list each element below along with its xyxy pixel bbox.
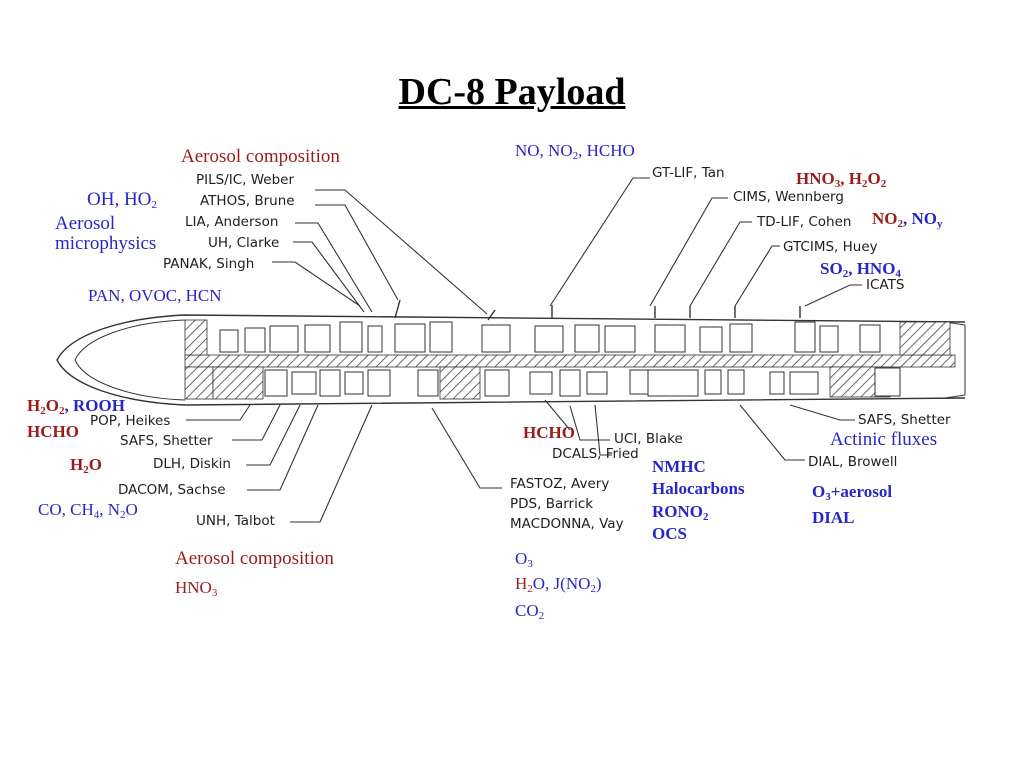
hatched-front-lower — [184, 366, 214, 400]
page-title: DC-8 Payload — [398, 71, 626, 113]
instrument-panak: PANAK, Singh — [163, 256, 255, 272]
instrument-gtlif: GT-LIF, Tan — [652, 165, 725, 181]
cargo-racks — [264, 367, 901, 397]
instrument-gtcims: GTCIMS, Huey — [783, 239, 878, 255]
label-so2-hno4: SO2, HNO4 — [820, 259, 901, 280]
instrument-uci: UCI, Blake — [614, 431, 683, 447]
hatched-front-upper — [184, 319, 208, 356]
instrument-dial: DIAL, Browell — [808, 454, 898, 470]
instrument-dcals: DCALS, Fried — [552, 446, 639, 462]
hatched-aft-upper — [899, 321, 951, 356]
leader-lines — [186, 177, 862, 523]
label-aerosol-microphysics-2: microphysics — [55, 233, 157, 254]
label-pan-ovoc-hcn: PAN, OVOC, HCN — [88, 286, 222, 305]
label-dial: DIAL — [812, 508, 855, 527]
label-hcho-mid: HCHO — [523, 423, 575, 442]
instrument-athos: ATHOS, Brune — [200, 193, 295, 209]
label-h2o-jno2: H2O, J(NO2) — [515, 574, 602, 595]
hatched-floor-front — [184, 354, 956, 368]
instrument-unh: UNH, Talbot — [196, 513, 275, 529]
roof-inlets — [394, 299, 801, 321]
label-halocarbons: Halocarbons — [652, 479, 745, 498]
instrument-safs-right: SAFS, Shetter — [858, 412, 951, 428]
instrument-macdonna: MACDONNA, Vay — [510, 516, 624, 532]
label-no-no2-hcho: NO, NO2, HCHO — [515, 141, 635, 162]
instrument-dlh: DLH, Diskin — [153, 456, 231, 472]
nose-cone — [74, 319, 186, 401]
label-ocs: OCS — [652, 524, 687, 543]
instrument-pop: POP, Heikes — [90, 413, 171, 429]
label-h2o2-rooh: H2O2, ROOH — [27, 396, 125, 417]
instrument-cims: CIMS, Wennberg — [733, 189, 844, 205]
label-rono2: RONO2 — [652, 502, 709, 523]
hatched-cargo-2 — [439, 366, 481, 400]
label-o3-aerosol: O3+aerosol — [812, 482, 893, 503]
instrument-safs-left: SAFS, Shetter — [120, 433, 213, 449]
label-hcho-left: HCHO — [27, 422, 79, 441]
instrument-pds: PDS, Barrick — [510, 496, 594, 512]
instrument-icats: ICATS — [866, 277, 905, 293]
label-hno3-h2o2: HNO3, H2O2 — [796, 169, 887, 190]
hatched-cargo-1 — [212, 366, 264, 400]
label-aerosol-composition-top: Aerosol composition — [181, 146, 340, 167]
label-hno3-bottom: HNO3 — [175, 578, 218, 599]
instrument-tdlif: TD-LIF, Cohen — [757, 214, 852, 230]
label-actinic-fluxes: Actinic fluxes — [830, 429, 938, 450]
label-o3: O3 — [515, 549, 533, 570]
label-aerosol-microphysics-1: Aerosol — [55, 213, 116, 234]
instrument-fastoz: FASTOZ, Avery — [510, 476, 610, 492]
instrument-lia: LIA, Anderson — [185, 214, 279, 230]
label-oh-ho2: OH, HO2 — [87, 189, 157, 211]
instrument-pils: PILS/IC, Weber — [196, 172, 295, 188]
fuselage-outline — [56, 314, 966, 406]
cabin-racks — [219, 321, 881, 353]
label-nmhc: NMHC — [652, 457, 706, 476]
tail-section — [944, 321, 966, 399]
label-co-ch4-n2o: CO, CH4, N2O — [38, 500, 138, 521]
instrument-uh: UH, Clarke — [208, 235, 280, 251]
label-co2: CO2 — [515, 601, 545, 622]
label-no2-noy: NO2, NOy — [872, 209, 943, 230]
label-h2o-left: H2O — [70, 455, 102, 476]
instrument-dacom: DACOM, Sachse — [118, 482, 226, 498]
label-aerosol-composition-bottom: Aerosol composition — [175, 548, 334, 569]
